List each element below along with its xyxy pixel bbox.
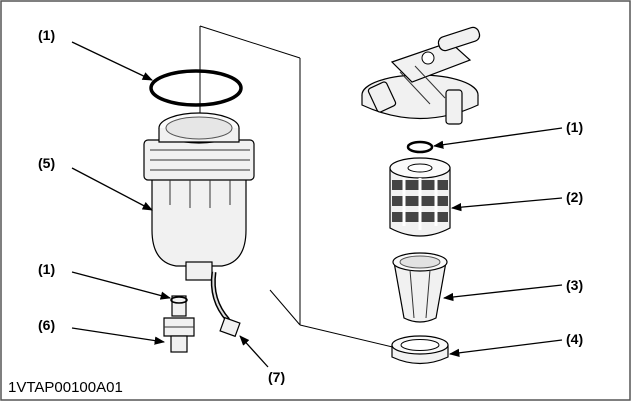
drain-plug [163, 295, 195, 353]
callout-element-holder: (3) [566, 277, 583, 293]
water-sensor [210, 271, 241, 338]
retaining-ring [391, 335, 449, 365]
callout-fuel-cup: (5) [38, 155, 55, 171]
callout-filter-element: (2) [566, 189, 583, 205]
element-holder [392, 252, 448, 323]
fuel-cup [143, 112, 255, 281]
callout-drain-plug: (6) [38, 317, 55, 333]
callout-large-o-ring: (1) [38, 27, 55, 43]
leader-lines [71, 41, 563, 368]
figure-code: 1VTAP00100A01 [8, 379, 123, 396]
callout-sensor: (7) [268, 369, 285, 385]
callout-drain-plug-o-ring: (1) [38, 261, 55, 277]
callout-small-o-ring: (1) [566, 119, 583, 135]
callout-retaining-ring: (4) [566, 331, 583, 347]
filter-element [389, 157, 451, 237]
large-o-ring [149, 69, 243, 107]
small-o-ring [406, 140, 434, 154]
filter-head [361, 26, 481, 125]
